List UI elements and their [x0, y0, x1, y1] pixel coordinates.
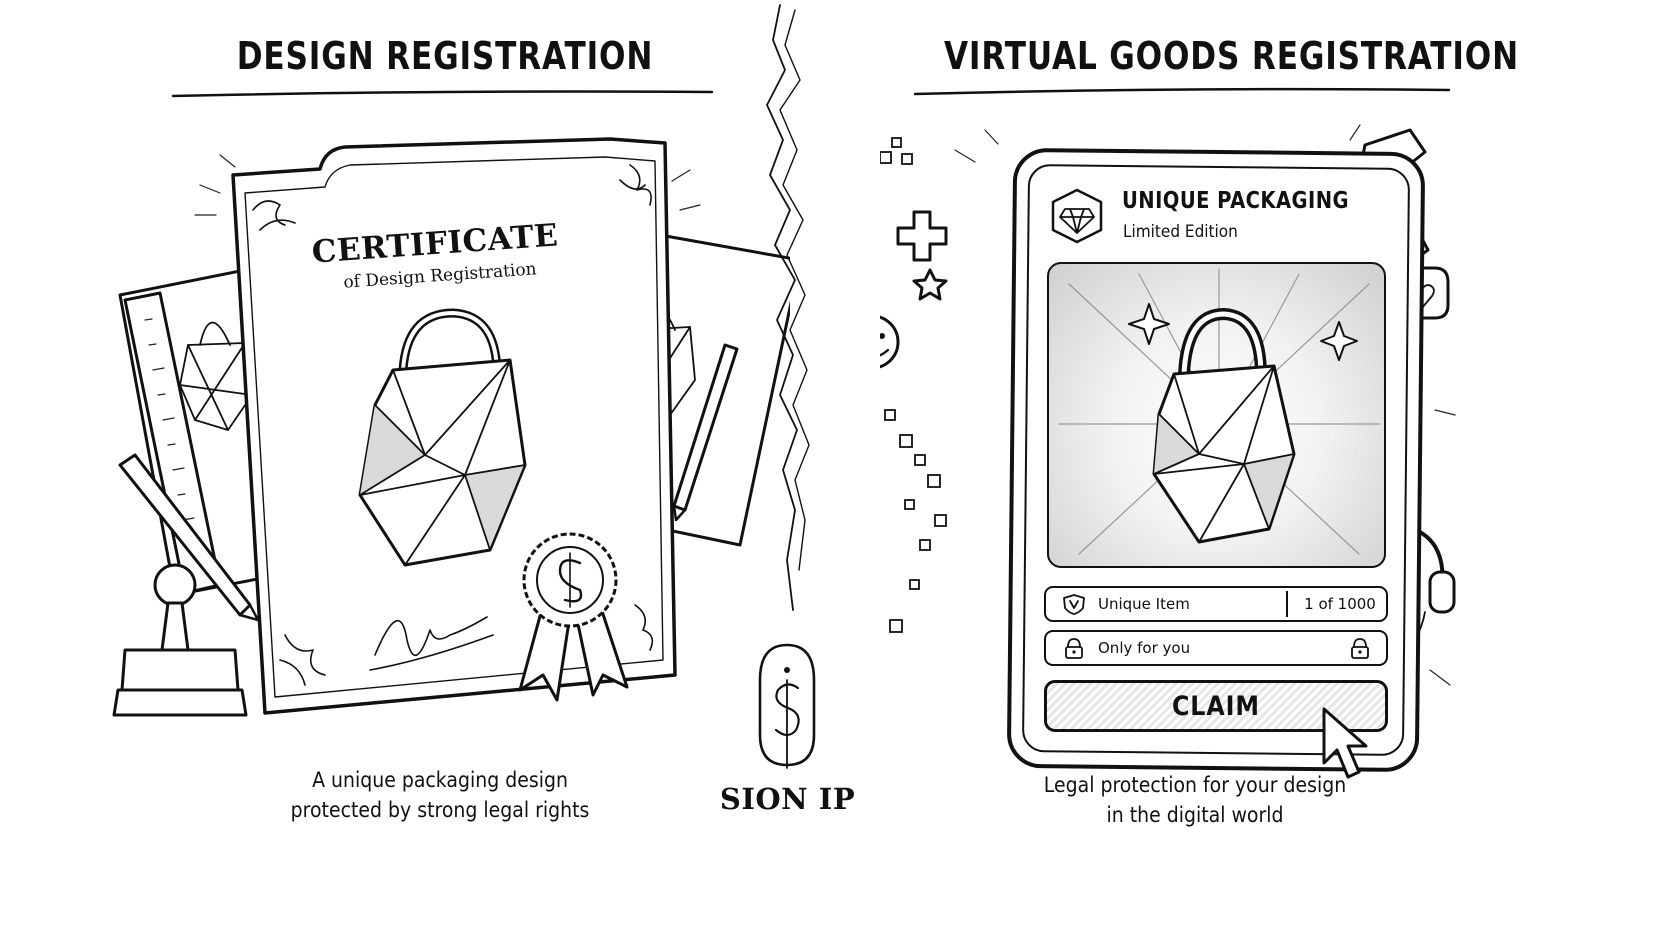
pixel-squares — [880, 137, 947, 633]
sion-ip-logo — [758, 643, 816, 769]
plus-badge-icon — [896, 210, 948, 262]
unique-item-row: Unique Item 1 of 1000 — [1044, 586, 1388, 622]
product-image-frame — [1047, 262, 1386, 568]
right-heading-underline — [913, 87, 1451, 96]
gem-icon — [1051, 188, 1103, 244]
certificate-bag-illustration — [358, 308, 527, 567]
unique-item-label: Unique Item — [1098, 595, 1190, 613]
ornament-corners — [252, 164, 654, 686]
right-heading: VIRTUAL GOODS REGISTRATION — [944, 34, 1520, 78]
center-crack-divider — [766, 4, 810, 611]
rosette-seal-icon — [518, 532, 629, 702]
star-sticker-icon — [912, 268, 948, 301]
row-divider — [1286, 591, 1288, 617]
card-subtitle: Limited Edition — [1123, 222, 1238, 242]
right-caption-line1: Legal protection for your design — [1043, 773, 1347, 797]
certificate-card — [231, 137, 677, 715]
claim-button-label: CLAIM — [1172, 690, 1260, 722]
left-caption-line1: A unique packaging design — [312, 768, 568, 792]
smiley-icon — [880, 315, 900, 369]
left-heading: DESIGN REGISTRATION — [236, 34, 654, 78]
brand-name: SION IP — [719, 782, 856, 816]
left-caption-line2: protected by strong legal rights — [290, 798, 590, 822]
lock-icon — [1065, 638, 1083, 659]
rubber-stamp-icon — [112, 563, 248, 717]
cursor-icon — [1322, 707, 1368, 779]
lock-right-icon — [1351, 638, 1369, 659]
only-for-you-row: Only for you — [1044, 630, 1388, 666]
card-title: UNIQUE PACKAGING — [1122, 188, 1349, 214]
product-bag-illustration — [1058, 268, 1380, 555]
edition-count: 1 of 1000 — [1304, 595, 1376, 613]
left-heading-underline — [171, 90, 714, 98]
signature — [369, 616, 494, 671]
pencil-right-icon — [672, 343, 739, 522]
right-caption-line2: in the digital world — [1106, 803, 1284, 827]
only-for-you-label: Only for you — [1098, 639, 1191, 657]
shield-badge-icon — [1063, 594, 1085, 615]
